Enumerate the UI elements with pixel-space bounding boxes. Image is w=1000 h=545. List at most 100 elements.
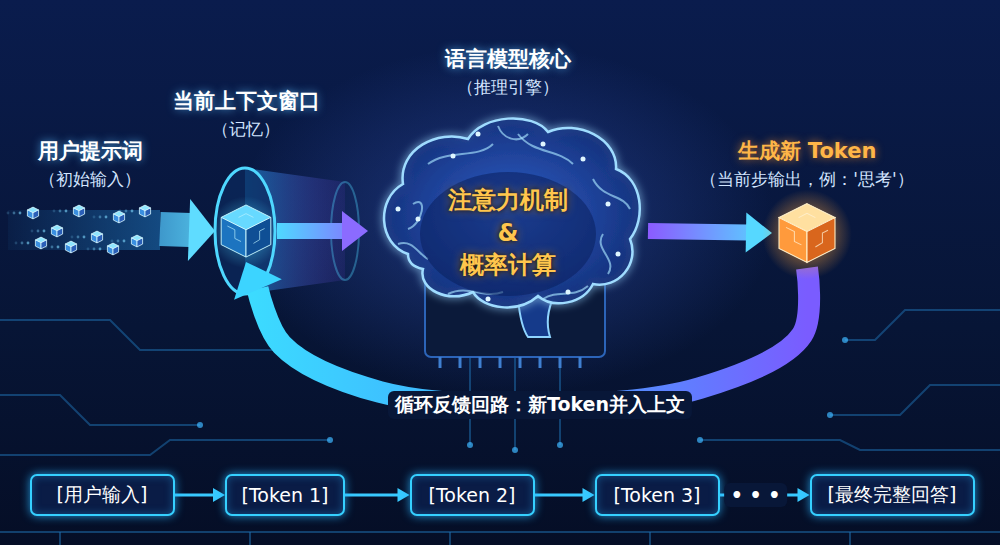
circuit-pads <box>557 442 563 448</box>
connector-line <box>175 494 215 497</box>
sequence-box: [用户输入] <box>30 474 175 516</box>
sequence-box: [最终完整回答] <box>810 474 975 516</box>
circuit-pads <box>197 422 203 428</box>
sequence-text: [Token 1] <box>241 484 328 506</box>
input-token-cubes <box>107 243 118 255</box>
node-subtitle: （初始输入） <box>38 167 143 193</box>
input-token-cubes <box>19 212 22 215</box>
core-function-text: 注意力机制 & 概率计算 <box>438 185 578 282</box>
brain-illustration <box>476 132 481 137</box>
input-token-cubes <box>31 230 34 233</box>
brain-illustration <box>601 234 611 274</box>
connector-line <box>720 494 799 497</box>
node-title: 当前上下文窗口 <box>173 86 320 116</box>
circuit-traces <box>0 320 300 350</box>
input-token-cubes <box>87 248 90 251</box>
sequence-text: [用户输入] <box>57 482 148 508</box>
output-token-cube <box>779 204 835 263</box>
input-token-cubes <box>139 205 150 217</box>
node-title: 生成新 Token <box>700 136 913 166</box>
arrowhead <box>798 488 810 502</box>
input-token-cubes <box>27 242 30 245</box>
circuit-traces <box>60 532 850 545</box>
brain-illustration <box>616 252 621 257</box>
circuit-pads <box>697 437 703 443</box>
node-caption: 用户提示词（初始输入） <box>38 136 143 192</box>
arrowhead <box>398 488 410 502</box>
input-token-cubes <box>53 210 56 213</box>
input-token-cubes <box>7 212 10 215</box>
input-token-cubes <box>73 208 79 217</box>
chip <box>440 357 580 368</box>
node-subtitle: （当前步输出，例：'思考'） <box>700 167 913 193</box>
input-token-cubes <box>117 240 120 243</box>
input-token-cubes <box>35 240 41 249</box>
input-token-cubes <box>113 246 119 255</box>
input-token-cubes <box>41 240 47 249</box>
circuit-traces <box>0 440 330 455</box>
node-caption: 语言模型核心（推理引擎） <box>445 44 571 100</box>
circuit-pads <box>467 442 473 448</box>
context-window: 当前上下文窗口（记忆） <box>215 200 277 262</box>
input-token-cubes <box>139 208 145 217</box>
flow-arrow <box>535 488 595 502</box>
input-token-cubes <box>37 230 40 233</box>
context-tube <box>215 168 359 294</box>
input-token-cubes <box>59 210 62 213</box>
flow-arrow <box>720 488 810 502</box>
input-token-cubes <box>51 228 57 237</box>
input-token-cubes <box>131 235 142 247</box>
input-token-cubes <box>113 214 119 223</box>
input-token-cubes <box>131 210 134 213</box>
brain-illustration <box>518 134 573 164</box>
output-token-cube <box>779 218 807 263</box>
circuit-traces <box>700 440 1000 450</box>
input-token-cubes <box>20 200 160 258</box>
brain-illustration <box>408 202 422 229</box>
input-token-cubes <box>93 216 96 219</box>
sequence-box: [Token 2] <box>410 474 535 516</box>
input-token-cubes <box>33 210 39 219</box>
input-token-cubes <box>119 210 122 213</box>
input-token-cubes <box>137 238 143 247</box>
input-token-cubes <box>65 244 71 253</box>
model-core-brain: 语言模型核心（推理引擎）注意力机制 & 概率计算 <box>368 104 648 339</box>
input-token-cubes <box>107 246 113 255</box>
arrowhead <box>583 488 595 502</box>
context-cube <box>210 196 282 268</box>
node-title: 用户提示词 <box>38 136 143 166</box>
circuit-pads <box>327 437 333 443</box>
input-token-cubes <box>27 207 38 219</box>
input-token-cubes <box>51 225 62 237</box>
new-token-cube: 生成新 Token（当前步输出，例：'思考'） <box>772 198 842 268</box>
output-token-cube <box>807 218 835 263</box>
input-token-cubes <box>27 210 33 219</box>
input-token-cubes <box>145 208 151 217</box>
brain-illustration <box>396 132 621 302</box>
input-token-cubes <box>119 214 125 223</box>
input-token-cubes <box>113 211 124 223</box>
input-token-cubes <box>93 248 96 251</box>
output-token-cube <box>786 213 828 247</box>
input-token-cubes <box>99 248 102 251</box>
input-token-cubes <box>91 234 97 243</box>
prompt-input: 用户提示词（初始输入） <box>20 200 160 258</box>
node-subtitle: （推理引擎） <box>445 75 571 101</box>
brain-illustration <box>396 207 401 212</box>
connector-line <box>160 229 190 230</box>
input-token-cubes <box>51 246 54 249</box>
context-cube <box>227 214 264 244</box>
brain-illustration <box>416 217 421 222</box>
brain-illustration <box>428 144 493 164</box>
output-token-cube <box>772 198 842 268</box>
node-title: 语言模型核心 <box>445 44 571 74</box>
input-token-cubes <box>111 240 114 243</box>
input-token-cubes <box>57 228 63 237</box>
flow-arrow <box>160 199 215 261</box>
input-token-cubes <box>57 246 60 249</box>
sequence-text: [最终完整回答] <box>828 482 957 508</box>
input-token-cubes <box>21 242 24 245</box>
input-token-cubes <box>97 234 103 243</box>
